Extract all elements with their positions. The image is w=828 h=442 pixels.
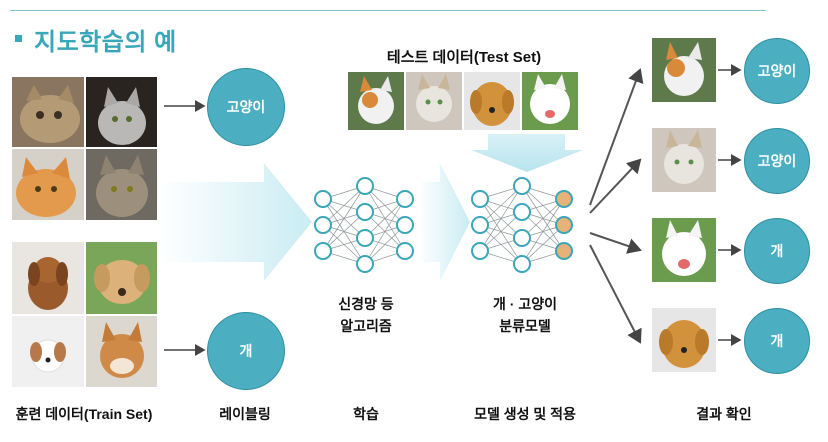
nn-node xyxy=(513,255,531,273)
nn-connection xyxy=(521,198,565,239)
nn-node xyxy=(513,203,531,221)
dog-photo xyxy=(86,316,157,387)
nn-node xyxy=(314,216,332,234)
nn-connection xyxy=(364,224,406,265)
nn-connection xyxy=(322,185,366,226)
step-train-set: 훈련 데이터(Train Set) xyxy=(15,406,153,422)
cat-photo xyxy=(406,72,462,130)
page-title: 지도학습의 예 xyxy=(34,29,177,56)
step-learning: 학습 xyxy=(353,406,379,422)
nn-node xyxy=(356,203,374,221)
nn-node xyxy=(513,177,531,195)
dog-photo xyxy=(522,72,578,130)
dog-photo xyxy=(12,242,84,314)
result-circle: 개 xyxy=(744,218,810,284)
neural-network-algorithm xyxy=(314,177,414,273)
nn-node xyxy=(314,190,332,208)
nn-connection xyxy=(479,185,523,226)
dog-photo xyxy=(86,242,157,314)
nn-output-node xyxy=(555,190,573,208)
nn-output-node xyxy=(555,216,573,234)
cat-photo xyxy=(12,77,84,147)
nn-connection xyxy=(479,211,523,252)
model-label-line1: 개 · 고양이 xyxy=(493,296,557,312)
nn-node xyxy=(396,216,414,234)
nn-node xyxy=(314,242,332,260)
cat-photo xyxy=(86,77,157,147)
result-circle: 고양이 xyxy=(744,128,810,194)
label-circle-cat: 고양이 xyxy=(207,68,285,146)
test-data-arrow xyxy=(471,134,583,172)
test-set-label: 테스트 데이터(Test Set) xyxy=(386,49,542,66)
nn-connection xyxy=(322,185,366,252)
algorithm-label-line2: 알고리즘 xyxy=(340,318,392,334)
dog-photo xyxy=(652,218,716,282)
nn-node xyxy=(356,177,374,195)
cat-photo xyxy=(652,128,716,192)
result-circle: 고양이 xyxy=(744,38,810,104)
step-result-check: 결과 확인 xyxy=(696,406,752,422)
learning-arrow xyxy=(160,163,312,281)
nn-connection xyxy=(521,198,565,265)
header-divider xyxy=(10,10,766,11)
result-circle: 개 xyxy=(744,308,810,374)
title-bullet xyxy=(15,35,22,42)
algorithm-label-line1: 신경망 등 xyxy=(338,296,394,312)
step-model-apply: 모델 생성 및 적용 xyxy=(474,406,576,422)
nn-node xyxy=(513,229,531,247)
cat-photo xyxy=(652,38,716,102)
label-circle-dog: 개 xyxy=(207,312,285,390)
cat-photo xyxy=(348,72,404,130)
nn-connection xyxy=(322,211,366,252)
step-labeling: 레이블링 xyxy=(219,406,271,422)
dog-photo xyxy=(652,308,716,372)
nn-node xyxy=(396,242,414,260)
nn-connection xyxy=(521,224,565,265)
cat-photo xyxy=(12,149,84,220)
neural-network-model xyxy=(471,177,573,273)
model-label-line2: 분류모델 xyxy=(499,318,551,334)
nn-node xyxy=(471,190,489,208)
nn-node xyxy=(396,190,414,208)
nn-node xyxy=(471,216,489,234)
dog-photo xyxy=(12,316,84,387)
nn-node xyxy=(471,242,489,260)
model-arrow xyxy=(418,163,470,281)
nn-connection xyxy=(364,198,406,239)
nn-node xyxy=(356,255,374,273)
nn-output-node xyxy=(555,242,573,260)
nn-node xyxy=(356,229,374,247)
cat-photo xyxy=(86,149,157,220)
nn-connection xyxy=(479,185,523,252)
nn-connection xyxy=(364,198,406,265)
dog-photo xyxy=(464,72,520,130)
